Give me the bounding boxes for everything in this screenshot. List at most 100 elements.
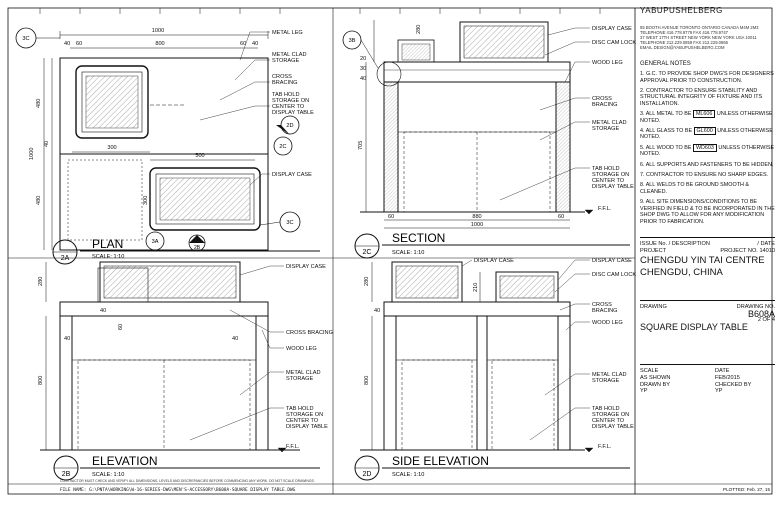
label-elev-display-case: DISPLAY CASE <box>286 264 326 270</box>
section-view <box>360 20 585 229</box>
dim-elev-40a: 40 <box>64 336 70 342</box>
marker-3b-section: 3B <box>349 38 356 44</box>
wood-tag: WD603 <box>692 143 717 152</box>
label-elev-cross-bracing: CROSS BRACING <box>286 330 333 336</box>
marker-2d-plan: 2D <box>286 123 293 129</box>
checked-by-value: YP <box>715 388 723 395</box>
drawing-title: SQUARE DISPLAY TABLE <box>640 321 748 332</box>
note-5-suffix: UNLESS OTHERWISE NOTED. <box>640 144 775 158</box>
label-side-wood-leg: WOOD LEG <box>592 320 623 326</box>
label-sec-wood-leg: WOOD LEG <box>592 60 623 66</box>
plan-markers: 3C 2D 2C 3C 3A 2B <box>15 27 301 252</box>
label-sec-cross: CROSS <box>592 96 612 102</box>
section-view-title: SECTION <box>392 231 445 245</box>
note-9: 9. ALL SITE DIMENSIONS/CONDITIONS TO BE … <box>640 199 775 225</box>
label-plan-metal-clad: METAL CLAD <box>272 52 307 58</box>
plan-leaders <box>199 31 270 186</box>
note-4: 4. ALL GLASS TO BE GL600 UNLESS OTHERWIS… <box>640 127 775 141</box>
label-sec-storage-on: STORAGE ON <box>592 172 629 178</box>
project-label: PROJECT <box>640 247 667 254</box>
side-view-id: 2D <box>363 471 372 478</box>
label-sec-display-case: DISPLAY CASE <box>592 26 632 32</box>
label-plan-storage: STORAGE <box>272 58 300 64</box>
label-side-disc-cam-lock: DISC CAM LOCK <box>592 272 636 278</box>
plan-view-id: 2A <box>61 255 70 262</box>
elevation-view-title: ELEVATION <box>92 454 158 468</box>
section-leaders <box>499 27 594 215</box>
plan-view-scale: SCALE: 1:10 <box>92 254 124 260</box>
label-sec-ffl: F.F.L. <box>598 206 612 212</box>
date-value: FEB/2015 <box>715 375 740 382</box>
label-elev-tab-hold: TAB HOLD <box>286 406 314 412</box>
dim-sec-705: 705 <box>358 141 364 150</box>
label-plan-display-case: DISPLAY CASE <box>272 172 312 178</box>
dim-sec-60b: 60 <box>558 214 564 220</box>
sheet-of: 2 OF 4 <box>757 317 775 324</box>
dim-sec-30: 30 <box>360 66 366 72</box>
label-side-display-case: DISPLAY CASE <box>592 258 632 264</box>
label-side-bracing: BRACING <box>592 308 618 314</box>
border-ticks <box>39 8 601 14</box>
note-4-text: 4. ALL GLASS TO BE <box>640 128 693 135</box>
label-sec-storage: STORAGE <box>592 126 620 132</box>
note-4-suffix: UNLESS OTHERWISE NOTED. <box>640 128 773 141</box>
label-side-center-to: CENTER TO <box>592 418 625 424</box>
issue-separator <box>640 236 775 238</box>
label-plan-bracing: BRACING <box>272 80 298 86</box>
elevation-annotations: 280 40 60 40 40 800 DISPLAY CASE CROSS B… <box>38 264 333 450</box>
label-elev-storage-on: STORAGE ON <box>286 412 323 418</box>
label-side-storage: STORAGE <box>592 378 620 384</box>
drawing-no-label: DRAWING NO. <box>736 304 775 311</box>
dim-plan-480b: 480 <box>36 196 42 205</box>
marker-2b-plan: 2B <box>194 245 201 251</box>
dim-sec-20: 20 <box>360 56 366 62</box>
label-plan-tab-hold: TAB HOLD <box>272 92 300 98</box>
issue-label: ISSUE No. / DESCRIPTION <box>640 240 710 247</box>
address-newyork: 37 WEST 17TH STREET NEW YORK NEW YORK US… <box>640 35 757 46</box>
label-side-cross: CROSS <box>592 302 612 308</box>
scale-value: AS SHOWN <box>640 375 671 382</box>
label-side-tab-hold: TAB HOLD <box>592 406 620 412</box>
dim-side-40: 40 <box>374 308 380 314</box>
label-sec-disc-cam-lock: DISC CAM LOCK <box>592 40 636 46</box>
section-title: 2C SECTION SCALE: 1:10 <box>354 231 630 259</box>
drawn-by-label: DRAWN BY <box>640 381 670 388</box>
label-sec-metal-clad: METAL CLAD <box>592 120 627 126</box>
label-sec-tab-hold: TAB HOLD <box>592 166 620 172</box>
label-sec-display-table: DISPLAY TABLE <box>592 184 634 190</box>
label-elev-metal-clad: METAL CLAD <box>286 370 321 376</box>
dim-plan-overall: 1000 <box>152 28 164 34</box>
marker-3a-plan: 3A <box>152 239 159 245</box>
dim-side-800: 800 <box>364 376 370 385</box>
elevation-view-id: 2B <box>62 471 71 478</box>
dim-sec-40: 40 <box>360 76 366 82</box>
label-side-ffl: F.F.L. <box>598 444 612 450</box>
glass-tag: GL600 <box>693 127 716 136</box>
label-side-display-case-left: DISPLAY CASE <box>474 258 514 264</box>
general-notes-heading: GENERAL NOTES <box>640 60 691 67</box>
side-leaders <box>461 259 594 453</box>
checked-by-label: CHECKED BY <box>715 381 752 388</box>
dim-sec-280: 280 <box>416 25 422 34</box>
dim-plan-40a: 40 <box>64 41 70 47</box>
project-no-wrap: PROJECT NO. 14010 <box>720 248 775 255</box>
label-sec-center-to: CENTER TO <box>592 178 625 184</box>
dim-plan-1000: 1000 <box>29 148 35 160</box>
dim-plan-60b: 60 <box>240 41 246 47</box>
dim-side-210: 210 <box>473 283 479 292</box>
label-side-metal-clad: METAL CLAD <box>592 372 627 378</box>
section-markers: 3B <box>342 30 379 69</box>
plan-view <box>43 31 269 251</box>
dim-sec-1000: 1000 <box>471 222 483 228</box>
note-3-text: 3. ALL METAL TO BE <box>640 111 692 118</box>
footer-file-name: FILE NAME: G:\PNTA\WORKING\W-16-SERIES-D… <box>60 487 296 493</box>
marker-3c-plan: 3C <box>22 36 29 42</box>
issue-row: ISSUE No. / DESCRIPTION/ DATE <box>640 241 775 248</box>
note-5: 5. ALL WOOD TO BE WD603 UNLESS OTHERWISE… <box>640 143 775 158</box>
note-8: 8. ALL WELDS TO BE GROUND SMOOTH & CLEAN… <box>640 182 749 195</box>
label-side-display-table: DISPLAY TABLE <box>592 424 634 430</box>
